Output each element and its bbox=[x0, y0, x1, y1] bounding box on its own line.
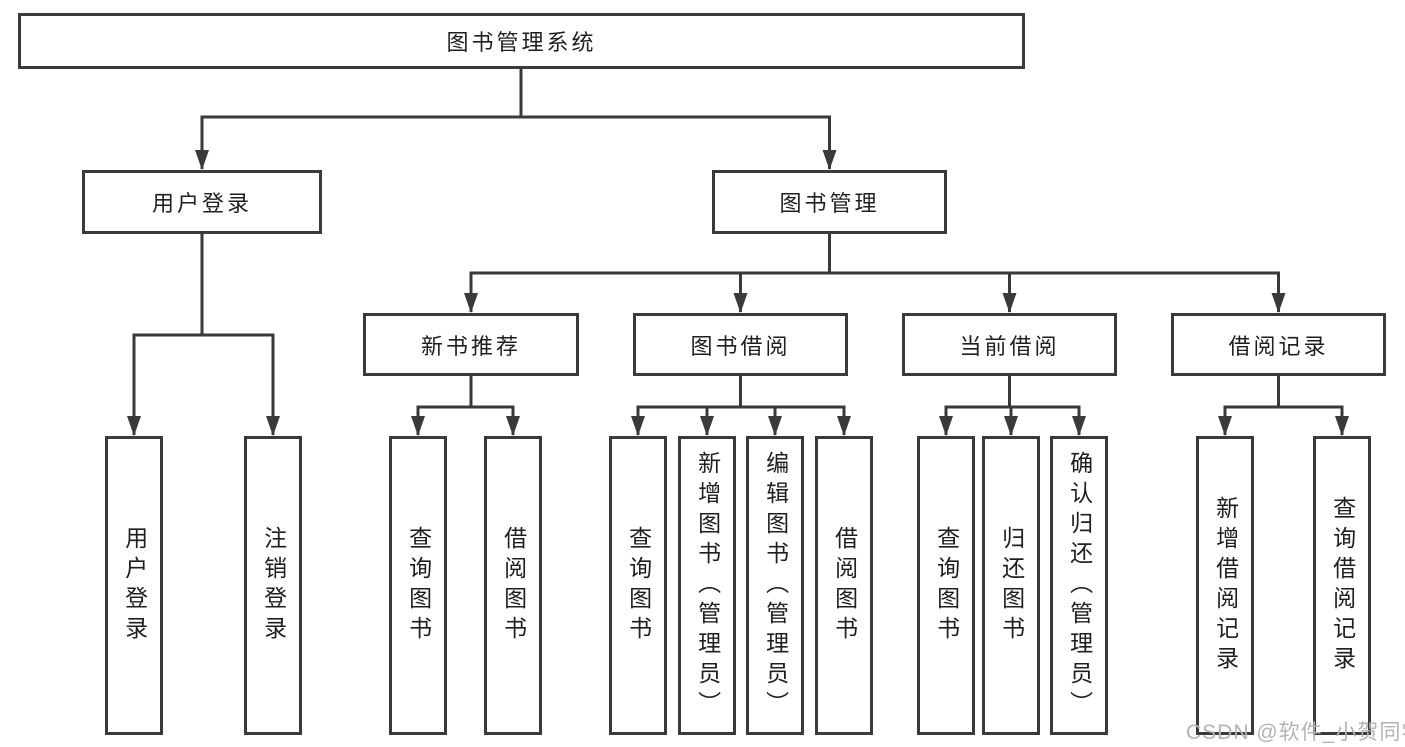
csdn-watermark: CSDN @软件_小贺同学 bbox=[1186, 721, 1405, 744]
leaf-borrow-books-label: 借阅图书 bbox=[831, 525, 858, 646]
leaf-edit-books-admin: 编辑图书（管理员） bbox=[746, 436, 804, 735]
leaf-confirm-return-admin: 确认归还（管理员） bbox=[1050, 436, 1108, 735]
connector-borrowrecords-to-leaves bbox=[1223, 376, 1344, 435]
node-user-login: 用户登录 bbox=[82, 170, 322, 234]
node-new-book-recommend-label: 新书推荐 bbox=[420, 333, 521, 359]
leaf-edit-books-admin-label: 编辑图书（管理员） bbox=[762, 450, 789, 721]
leaf-add-books-admin: 新增图书（管理员） bbox=[678, 436, 736, 735]
leaf-current-query-books: 查询图书 bbox=[917, 436, 975, 735]
node-current-borrow: 当前借阅 bbox=[902, 313, 1117, 376]
node-library-system-label: 图书管理系统 bbox=[446, 30, 597, 55]
connector-bookborrow-to-leaves bbox=[636, 376, 846, 435]
node-library-system: 图书管理系统 bbox=[18, 13, 1025, 69]
arrowhead-icons bbox=[127, 150, 1349, 436]
leaf-newbooks-borrow-books: 借阅图书 bbox=[484, 436, 542, 735]
leaf-borrow-query-books: 查询图书 bbox=[609, 436, 667, 735]
node-book-borrow-label: 图书借阅 bbox=[690, 333, 791, 359]
node-borrow-records-label: 借阅记录 bbox=[1228, 333, 1329, 359]
node-borrow-records: 借阅记录 bbox=[1171, 313, 1386, 376]
connector-root-to-level2 bbox=[200, 69, 831, 169]
leaf-current-query-books-label: 查询图书 bbox=[933, 525, 960, 646]
leaf-logout: 注销登录 bbox=[244, 436, 302, 735]
leaf-user-login: 用户登录 bbox=[105, 436, 163, 735]
leaf-return-books: 归还图书 bbox=[982, 436, 1040, 735]
node-new-book-recommend: 新书推荐 bbox=[363, 313, 579, 376]
leaf-borrow-query-books-label: 查询图书 bbox=[625, 525, 652, 646]
node-book-management-label: 图书管理 bbox=[779, 191, 880, 216]
leaf-add-borrow-record: 新增借阅记录 bbox=[1196, 436, 1254, 735]
leaf-query-borrow-record-label: 查询借阅记录 bbox=[1329, 495, 1356, 676]
leaf-add-books-admin-label: 新增图书（管理员） bbox=[694, 450, 721, 721]
leaf-newbooks-query-books-label: 查询图书 bbox=[405, 525, 432, 646]
leaf-add-borrow-record-label: 新增借阅记录 bbox=[1212, 495, 1239, 676]
node-book-management: 图书管理 bbox=[712, 170, 947, 234]
leaf-borrow-books: 借阅图书 bbox=[815, 436, 873, 735]
connector-newbooks-to-leaves bbox=[416, 376, 515, 435]
node-book-borrow: 图书借阅 bbox=[633, 313, 848, 376]
leaf-query-borrow-record: 查询借阅记录 bbox=[1313, 436, 1371, 735]
leaf-confirm-return-admin-label: 确认归还（管理员） bbox=[1066, 450, 1093, 721]
connector-userlogin-to-leaves bbox=[132, 234, 275, 435]
node-current-borrow-label: 当前借阅 bbox=[959, 333, 1060, 359]
leaf-logout-label: 注销登录 bbox=[260, 525, 287, 646]
leaf-newbooks-borrow-books-label: 借阅图书 bbox=[500, 525, 527, 646]
connector-bookmgmt-to-level3 bbox=[469, 234, 1280, 312]
leaf-return-books-label: 归还图书 bbox=[998, 525, 1025, 646]
leaf-user-login-label: 用户登录 bbox=[121, 525, 148, 646]
node-user-login-label: 用户登录 bbox=[151, 191, 252, 216]
leaf-newbooks-query-books: 查询图书 bbox=[389, 436, 447, 735]
